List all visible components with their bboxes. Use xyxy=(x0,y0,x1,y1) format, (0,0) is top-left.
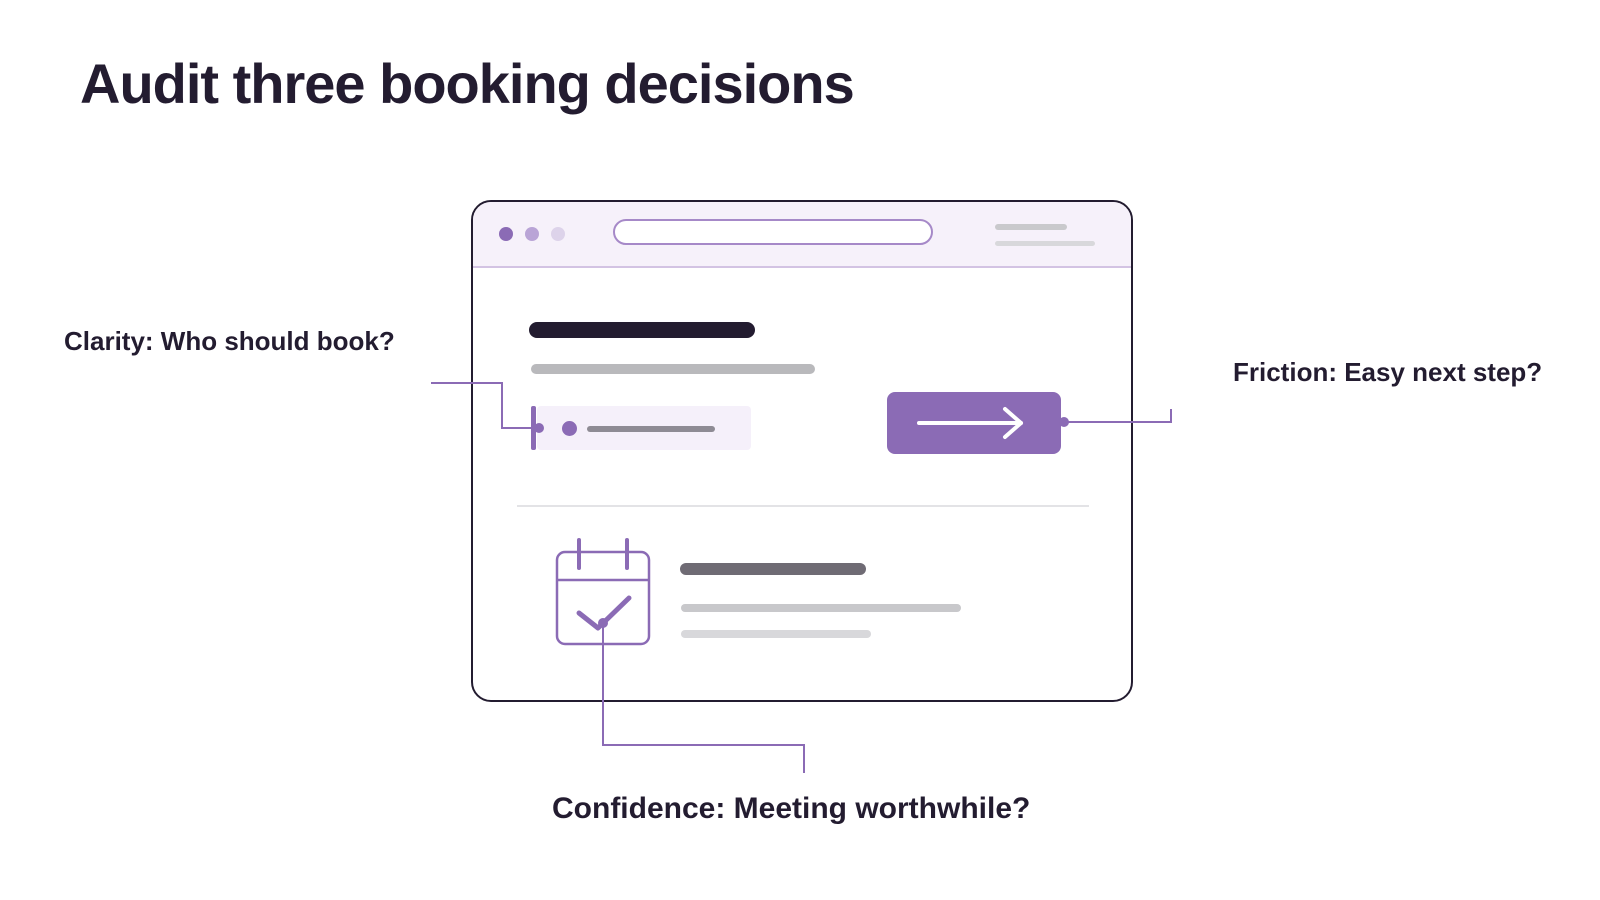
chip-text-placeholder xyxy=(587,426,715,432)
subheadline-placeholder xyxy=(531,364,815,374)
window-dot xyxy=(525,227,539,241)
calendar-check-icon xyxy=(555,538,651,646)
chip-dot xyxy=(562,421,577,436)
section-divider xyxy=(517,505,1089,507)
window-dot xyxy=(499,227,513,241)
window-dot xyxy=(551,227,565,241)
placeholder-line xyxy=(995,224,1067,230)
detail-line-placeholder xyxy=(681,630,871,638)
headline-placeholder xyxy=(529,322,755,338)
browser-window-illustration xyxy=(471,200,1133,702)
callout-friction: Friction: Easy next step? xyxy=(1233,357,1543,387)
callout-confidence: Confidence: Meeting worthwhile? xyxy=(552,792,1031,825)
audience-chip xyxy=(531,406,751,450)
placeholder-line xyxy=(995,241,1095,246)
cta-button xyxy=(887,392,1061,454)
detail-line-placeholder xyxy=(681,604,961,612)
detail-title-placeholder xyxy=(680,563,866,575)
chip-marker xyxy=(531,406,536,450)
arrow-right-icon xyxy=(917,407,1023,439)
window-title-bar xyxy=(473,202,1131,268)
callout-clarity: Clarity: Who should book? xyxy=(64,326,395,356)
address-bar xyxy=(613,219,933,245)
slide-title: Audit three booking decisions xyxy=(80,52,855,115)
